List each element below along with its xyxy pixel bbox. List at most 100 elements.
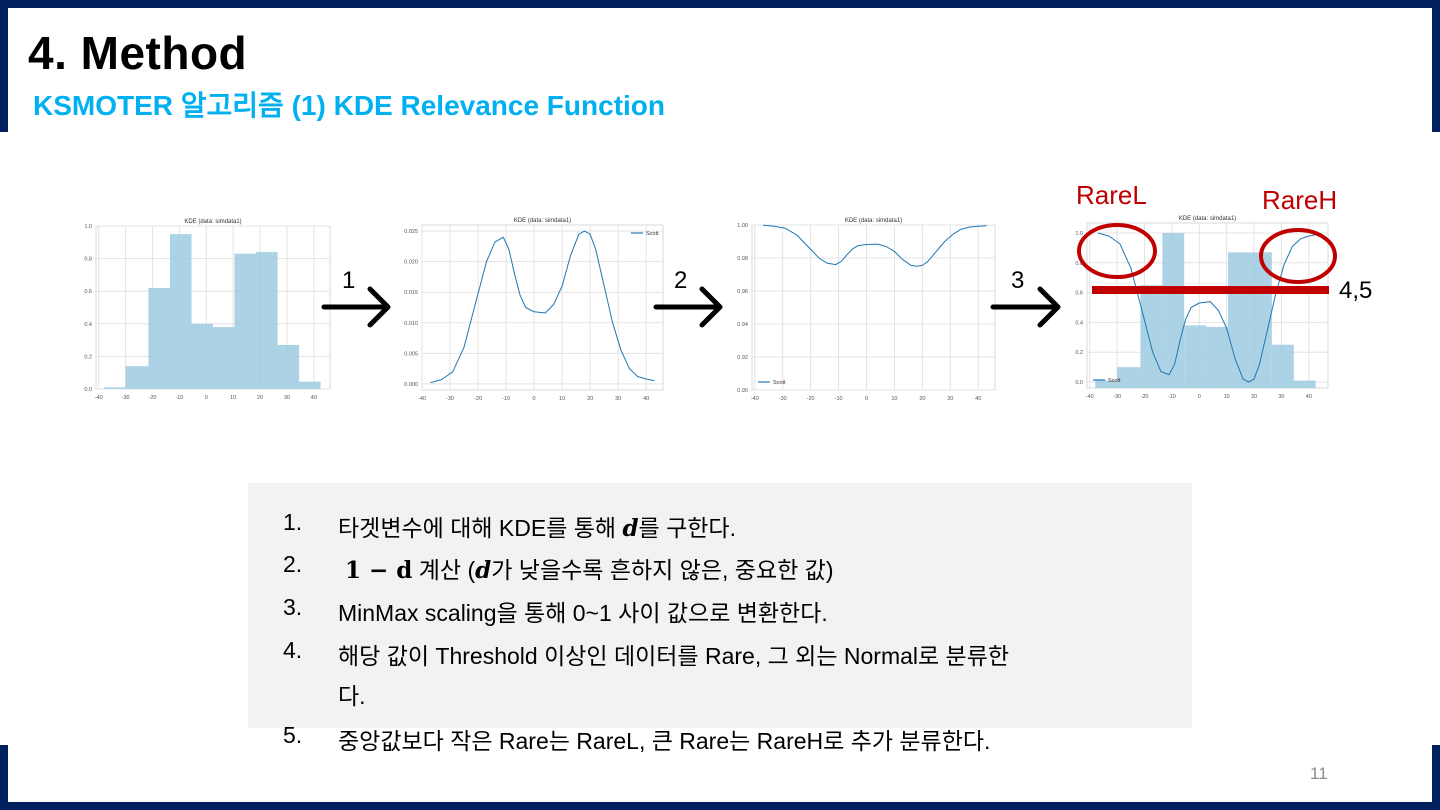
- list-text: 해당 값이 Threshold 이상인 데이터를 Rare, 그 외는 Norm…: [338, 643, 1010, 669]
- x-tick-label: 10: [559, 396, 565, 402]
- histogram-bar: [1206, 326, 1229, 388]
- step-3-label: 3: [1011, 267, 1025, 294]
- legend-label: Scott: [1108, 378, 1121, 384]
- x-tick-label: -10: [175, 395, 183, 401]
- plot-area: [421, 224, 664, 391]
- list-text-continued: 다.: [338, 683, 366, 709]
- list-number: 3.: [283, 594, 303, 620]
- slide-subtitle: KSMOTER 알고리즘 (1) KDE Relevance Function: [33, 90, 666, 121]
- y-tick-label: 0.4: [1075, 320, 1083, 326]
- chart-title: KDE (data: simdata1): [184, 219, 241, 225]
- x-tick-label: 40: [643, 396, 649, 402]
- y-tick-label: 0.6: [84, 289, 92, 295]
- list-text: 중앙값보다 작은 Rare는 RareL, 큰 Rare는 RareH로 추가 …: [338, 728, 991, 754]
- histogram-bar: [234, 253, 257, 389]
- frame-right-bottom: [1432, 745, 1440, 810]
- x-tick-label: 30: [947, 396, 953, 402]
- x-tick-label: 40: [311, 395, 317, 401]
- y-tick-label: 0.94: [737, 322, 748, 328]
- step-annotations: [321, 223, 1337, 328]
- histogram-bar: [256, 252, 278, 389]
- y-tick-label: 1.0: [84, 224, 92, 230]
- list-text: 1 − d 계산 (d가 낮을수록 흔하지 않은, 중요한 값): [345, 551, 833, 585]
- y-tick-label: 0.000: [404, 382, 418, 388]
- chart-title: KDE (data: simdata1): [1179, 216, 1236, 222]
- math-d: d: [622, 515, 639, 542]
- x-tick-label: 0: [533, 396, 536, 402]
- y-tick-label: 0.020: [404, 260, 418, 266]
- y-tick-label: 0.98: [737, 256, 748, 262]
- y-tick-label: 0.6: [1075, 291, 1083, 297]
- x-tick-label: -40: [1086, 394, 1094, 400]
- x-tick-label: -10: [502, 396, 510, 402]
- threshold-label: 4,5: [1339, 277, 1373, 304]
- legend-label: Scott: [773, 380, 786, 386]
- histogram-bar: [104, 387, 126, 389]
- histogram-bar: [299, 381, 321, 389]
- chart-title: KDE (data: simdata1): [514, 218, 571, 224]
- x-tick-label: 0: [1198, 394, 1201, 400]
- y-tick-label: 0.025: [404, 229, 418, 235]
- kde-line: [430, 230, 655, 384]
- y-tick-label: 0.8: [1075, 261, 1083, 267]
- frame-left-bottom: [0, 745, 8, 810]
- x-tick-label: 20: [1251, 394, 1257, 400]
- y-tick-label: 0.96: [737, 289, 748, 295]
- y-tick-label: 0.0: [1075, 380, 1083, 386]
- histogram-bar: [125, 366, 149, 389]
- step-1-label: 1: [342, 267, 356, 294]
- x-tick-label: -10: [1168, 394, 1176, 400]
- histogram-bar: [213, 327, 235, 389]
- x-tick-label: -20: [1141, 394, 1149, 400]
- histogram-bar: [1293, 380, 1316, 388]
- page-number: 11: [1310, 764, 1328, 783]
- x-tick-label: 30: [284, 395, 290, 401]
- step-2-label: 2: [674, 267, 688, 294]
- x-tick-label: -30: [122, 395, 130, 401]
- x-tick-label: 40: [975, 396, 981, 402]
- histogram-bar: [191, 323, 213, 389]
- list-number: 1.: [283, 509, 303, 535]
- histogram-bar: [1271, 344, 1294, 388]
- y-tick-label: 0.005: [404, 351, 418, 357]
- x-tick-label: -30: [779, 396, 787, 402]
- kde-line: [763, 224, 987, 267]
- x-tick-label: 30: [615, 396, 621, 402]
- histogram-bar: [1162, 232, 1185, 388]
- math-d: d: [475, 557, 492, 584]
- plot-area: [751, 224, 996, 391]
- y-tick-label: 0.2: [84, 354, 92, 360]
- y-tick-label: 0.015: [404, 290, 418, 296]
- y-tick-label: 0.0: [84, 387, 92, 393]
- math-expression: 1 − d: [345, 557, 413, 584]
- histogram-bar: [169, 234, 192, 389]
- list-text: MinMax scaling을 통해 0~1 사이 값으로 변환한다.: [338, 600, 828, 626]
- rarel-label: RareL: [1076, 180, 1147, 210]
- y-tick-label: 0.8: [84, 257, 92, 263]
- text-part: 가 낮을수록 흔하지 않은, 중요한 값): [491, 557, 834, 583]
- x-tick-label: -40: [418, 396, 426, 402]
- x-tick-label: -20: [807, 396, 815, 402]
- text-part: 를 구한다.: [638, 515, 736, 541]
- frame-bottom: [0, 802, 1440, 810]
- frame-left-top: [0, 0, 8, 132]
- histogram-bar: [277, 344, 300, 389]
- x-tick-label: -40: [95, 395, 103, 401]
- x-tick-label: -20: [474, 396, 482, 402]
- x-tick-label: 20: [587, 396, 593, 402]
- histogram-bar: [148, 287, 170, 389]
- y-tick-label: 1.00: [737, 223, 748, 229]
- histogram-bar: [1184, 325, 1207, 388]
- x-tick-label: 20: [919, 396, 925, 402]
- x-tick-label: 40: [1306, 394, 1312, 400]
- y-tick-label: 0.4: [84, 322, 92, 328]
- x-tick-label: -10: [835, 396, 843, 402]
- x-tick-label: 10: [230, 395, 236, 401]
- rareh-ellipse: [1259, 228, 1337, 284]
- list-text: 타겟변수에 대해 KDE를 통해 d를 구한다.: [338, 509, 736, 543]
